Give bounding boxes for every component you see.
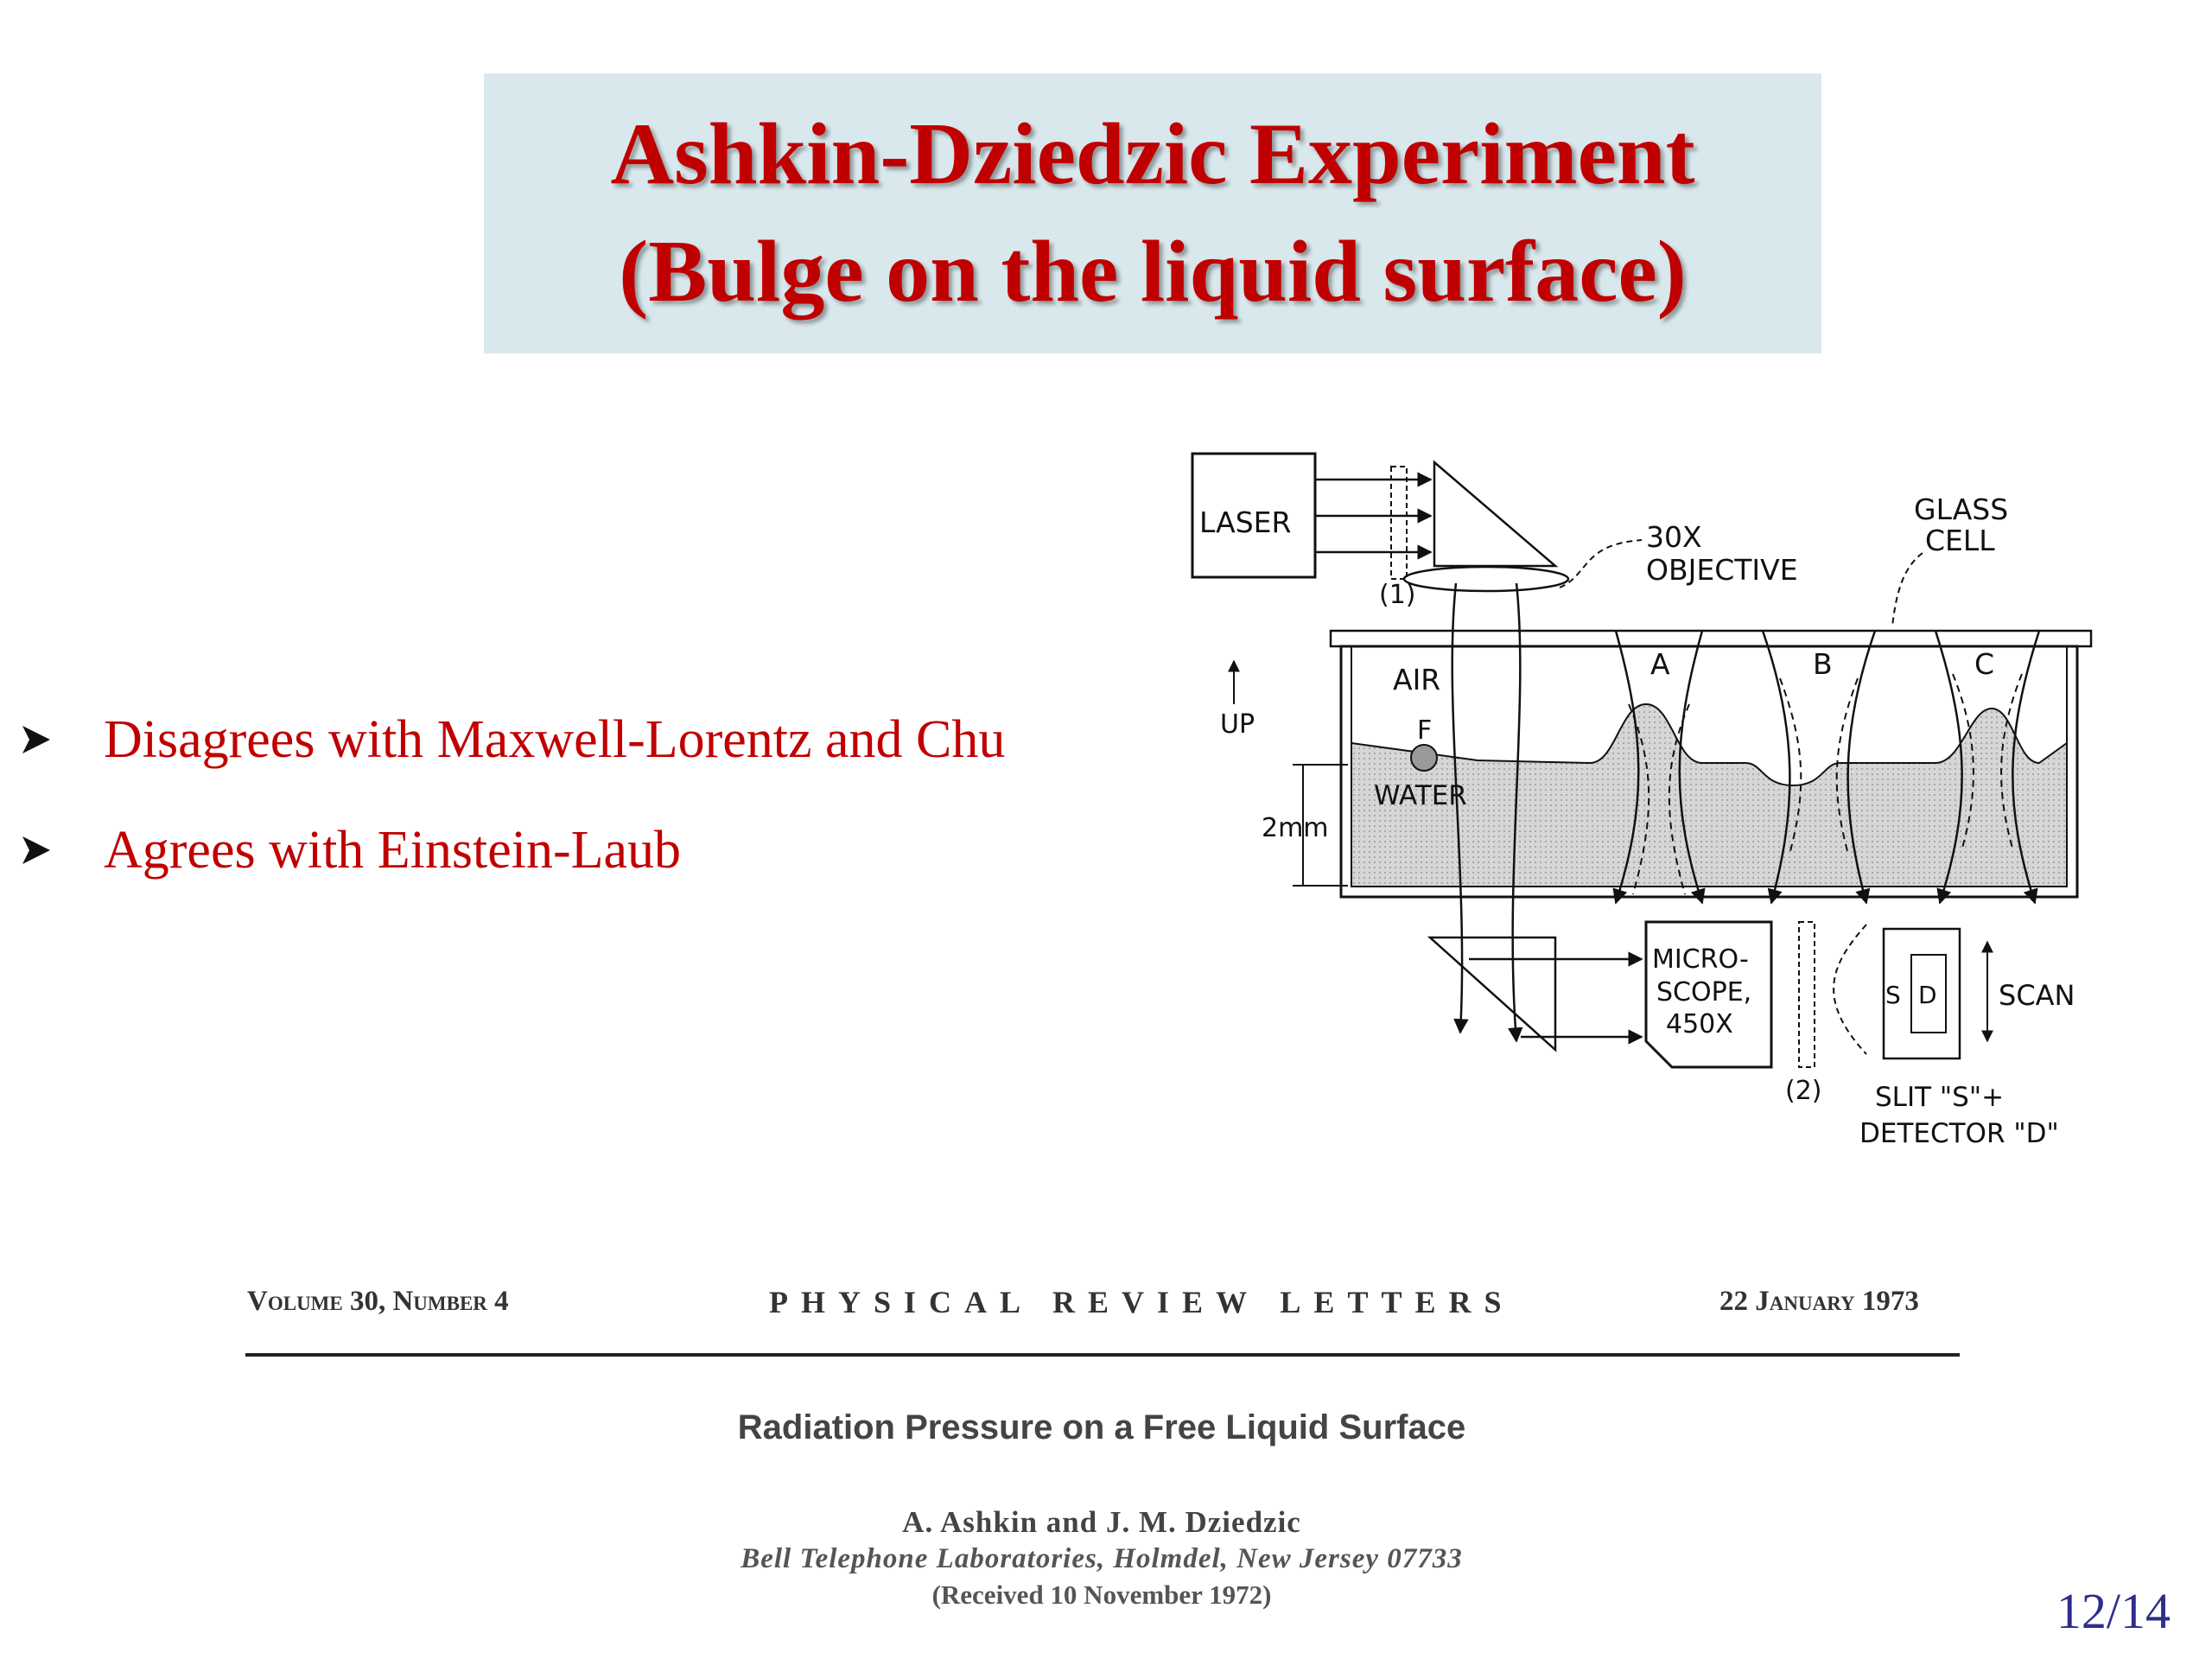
journal-name: PHYSICAL REVIEW LETTERS: [769, 1285, 1515, 1319]
filter-1: [1390, 466, 1408, 580]
slide-title-box: Ashkin-Dziedzic Experiment (Bulge on the…: [484, 73, 1821, 353]
objective-label-1: 30X: [1646, 520, 1702, 554]
water-label: WATER: [1374, 780, 1467, 811]
paper-affiliation: Bell Telephone Laboratories, Holmdel, Ne…: [741, 1543, 1463, 1574]
beam-a-dashed: [1668, 703, 1690, 895]
beam-c-dashed: [1952, 673, 1974, 852]
journal-volume: Volume 30, Number 4: [247, 1286, 509, 1317]
filter-2-label: (2): [1785, 1076, 1822, 1106]
microscope-label-2: SCOPE,: [1656, 977, 1751, 1007]
arrowhead-bullet-icon: [19, 722, 104, 757]
beam-main: [1508, 582, 1523, 1043]
filter-2: [1798, 921, 1815, 1068]
laser-label: LASER: [1199, 505, 1291, 539]
beam-b-dashed: [1835, 677, 1859, 852]
slide-title-line-1: Ashkin-Dziedzic Experiment: [610, 105, 1695, 203]
bullet-list: Disagrees with Maxwell-Lorentz and Chu A…: [19, 684, 1005, 906]
beam-b-dashed: [1779, 677, 1802, 852]
glass-cell-lid: [1329, 629, 2093, 648]
masthead-rule: [245, 1353, 1960, 1357]
glass-leader: [1891, 552, 1923, 627]
paper-authors: A. Ashkin and J. M. Dziedzic: [902, 1505, 1301, 1539]
up-label: UP: [1220, 709, 1255, 740]
objective-leader: [1559, 539, 1643, 588]
beam-c: [2012, 630, 2041, 905]
beam-a-dashed: [1628, 703, 1650, 895]
beam-a-label: A: [1650, 647, 1670, 681]
bullet-text: Agrees with Einstein-Laub: [104, 820, 682, 880]
arrowhead-bullet-icon: [19, 833, 104, 868]
paper-title: Radiation Pressure on a Free Liquid Surf…: [737, 1408, 1466, 1446]
bottom-prism: [1427, 936, 1557, 1052]
microscope-label-3: 450X: [1666, 1009, 1733, 1039]
slit-detector-label-1: SLIT "S"+: [1875, 1082, 2004, 1113]
f-label: F: [1417, 715, 1432, 746]
page-number: 12/14: [2056, 1583, 2171, 1639]
bullet-item: Disagrees with Maxwell-Lorentz and Chu: [19, 684, 1005, 795]
water-region: [1351, 702, 2068, 887]
bullet-text: Disagrees with Maxwell-Lorentz and Chu: [104, 709, 1006, 769]
particle-f: [1410, 744, 1438, 772]
beam-b: [1847, 630, 1877, 905]
microscope-box: [1644, 920, 1773, 1069]
slit-s-label: S: [1885, 981, 1901, 1009]
journal-masthead: Volume 30, Number 4 PHYSICAL REVIEW LETT…: [242, 1279, 1961, 1331]
objective-lens: [1402, 565, 1570, 593]
beam-c: [1934, 630, 1963, 905]
objective-label-2: OBJECTIVE: [1646, 553, 1798, 587]
slit-detector-box: [1882, 927, 1961, 1060]
experiment-diagram: LASER (1) 30X OBJECTIVE GLASS CELL A B C…: [1191, 452, 2093, 1149]
beam-a: [1612, 630, 1640, 905]
journal-date: 22 January 1973: [1719, 1286, 1919, 1317]
paper-header-clip: Volume 30, Number 4 PHYSICAL REVIEW LETT…: [242, 1279, 1961, 1642]
microscope-label-1: MICRO-: [1652, 944, 1749, 975]
paper-received: (Received 10 November 1972): [931, 1580, 1272, 1610]
detector-d-label: D: [1918, 981, 1937, 1009]
bullet-item: Agrees with Einstein-Laub: [19, 795, 1005, 906]
depth-label: 2mm: [1262, 813, 1329, 843]
beam-a: [1678, 630, 1706, 905]
slit-detector-label-2: DETECTOR "D": [1859, 1118, 2059, 1149]
glass-label-1: GLASS: [1914, 493, 2008, 526]
glass-label-2: CELL: [1925, 524, 1995, 557]
beam-c-dashed: [2000, 673, 2023, 852]
slide-title-line-2: (Bulge on the liquid surface): [619, 223, 1687, 321]
beam-b: [1761, 630, 1791, 905]
intensity-profile: [1833, 924, 1867, 1055]
beam-c-label: C: [1974, 647, 1994, 681]
air-label: AIR: [1393, 663, 1440, 696]
beam-b-label: B: [1813, 647, 1833, 681]
scan-label: SCAN: [1999, 979, 2075, 1012]
top-prism: [1433, 460, 1559, 568]
filter-1-label: (1): [1379, 580, 1416, 610]
detector-inner: [1910, 954, 1947, 1033]
